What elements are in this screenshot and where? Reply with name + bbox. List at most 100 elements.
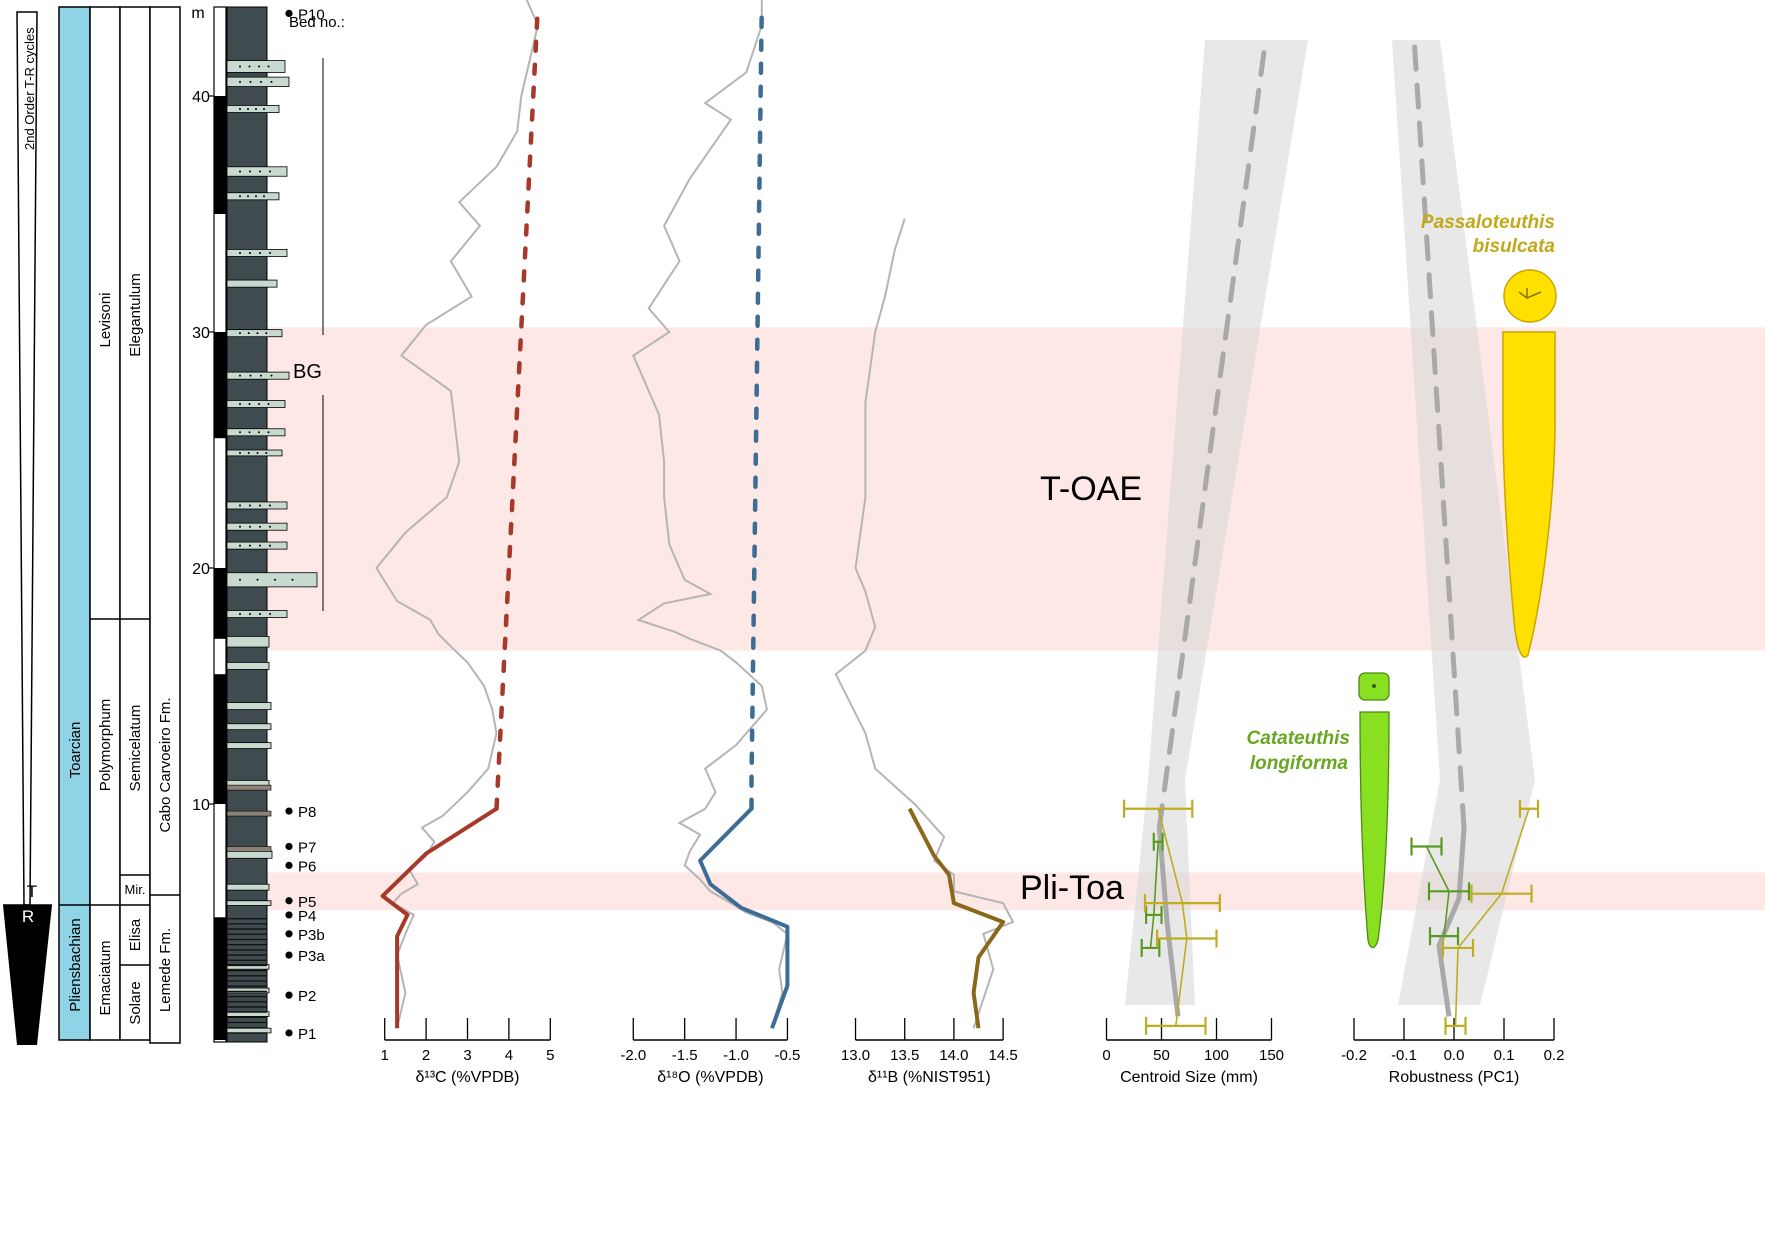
- lithology-dot: [269, 251, 271, 254]
- lithology-bed: [226, 522, 288, 531]
- tr-cycle-label: 2nd Order T-R cycles: [22, 27, 37, 150]
- lithology-dot: [269, 613, 271, 616]
- x-tick-label: 150: [1259, 1047, 1284, 1064]
- error-bar: [1140, 938, 1161, 957]
- lithology-bed: [226, 166, 288, 177]
- depth-tick-label: 30: [192, 325, 210, 342]
- bed-marker: P3a: [285, 948, 325, 965]
- lithology-bed: [226, 428, 286, 437]
- stage-pliensbachian: Pliensbachian: [67, 918, 84, 1011]
- x-tick-label: -0.2: [1341, 1047, 1367, 1064]
- lithology-dot: [249, 544, 251, 547]
- lithology-dot: [259, 544, 261, 547]
- tr-cycle-column: 2nd Order T-R cycles T R: [3, 11, 52, 1045]
- lithology-bed: [226, 1027, 272, 1034]
- x-tick-label: -0.5: [775, 1047, 801, 1064]
- bed-label: P6: [298, 858, 316, 875]
- passaloteuthis-name-2: bisulcata: [1473, 236, 1556, 257]
- trend-line-dashed: [1156, 34, 1269, 831]
- bed-dot: [285, 861, 293, 869]
- x-tick-label: 0: [1102, 1047, 1110, 1064]
- lithology-dot: [259, 170, 261, 173]
- lithology-dot: [265, 332, 268, 335]
- x-tick-label: 1: [381, 1047, 389, 1064]
- x-tick-label: 13.0: [841, 1047, 870, 1064]
- x-tick-label: 14.0: [939, 1047, 968, 1064]
- lithology-dot: [256, 578, 259, 581]
- lithology-dot: [239, 80, 241, 83]
- lithology-bed: [226, 636, 270, 648]
- catateuthis-silhouette: Catateuthis longiforma: [1247, 672, 1390, 949]
- fit-line-dashed: [494, 4, 541, 811]
- lithology-bed: [226, 883, 270, 891]
- lithology-bed: [226, 572, 318, 588]
- error-bar: [1470, 884, 1533, 903]
- x-tick-label: 0.1: [1494, 1047, 1515, 1064]
- lithology-dot: [248, 402, 251, 405]
- lithology-dot: [263, 107, 265, 110]
- lithology-dot: [239, 578, 241, 581]
- x-tick-label: 50: [1153, 1047, 1170, 1064]
- error-bar: [1122, 799, 1194, 818]
- x-tick-label: 100: [1204, 1047, 1229, 1064]
- lithology-dot: [249, 170, 251, 173]
- lithology-dot: [239, 251, 241, 254]
- lithology-bed: [226, 371, 290, 380]
- bed-label: P3a: [298, 948, 325, 965]
- lithology-dot: [258, 65, 260, 68]
- lithology-dot: [267, 65, 270, 68]
- lithology-dot: [291, 578, 294, 581]
- lithology-dot: [239, 170, 241, 173]
- x-tick-label: 0.2: [1544, 1047, 1565, 1064]
- lithology-dot: [274, 578, 276, 581]
- lithology-dot: [249, 613, 251, 616]
- zone-levisoni: Levisoni: [97, 292, 114, 347]
- lithology-dot: [259, 525, 261, 528]
- lithology-dot: [260, 80, 262, 83]
- lithology-dot: [255, 107, 257, 110]
- catateuthis-name-1: Catateuthis: [1247, 728, 1350, 749]
- bed-marker: P3b: [285, 927, 325, 944]
- formation-column: Cabo Carvoeiro Fm. Lemede Fm.: [149, 6, 181, 1044]
- x-tick-label: -1.5: [672, 1047, 698, 1064]
- raw-data-line: [375, 0, 539, 1029]
- depth-tick-label: 20: [192, 561, 210, 578]
- lithology-dot: [247, 195, 249, 198]
- lithology-dot: [239, 332, 241, 335]
- subzone-elegantulum: Elegantulum: [127, 273, 144, 356]
- lithology-dot: [260, 374, 262, 377]
- x-axis-label: Robustness (PC1): [1389, 1069, 1520, 1086]
- lithology-bed: [226, 76, 290, 87]
- lithology-dot: [258, 402, 260, 405]
- lithology-dot: [239, 195, 241, 198]
- trend-band: [1125, 40, 1308, 1005]
- error-bar: [1144, 1016, 1207, 1035]
- x-axis-label: Centroid Size (mm): [1120, 1069, 1258, 1086]
- formation-lemede: Lemede Fm.: [157, 928, 174, 1012]
- x-tick-label: 14.5: [989, 1047, 1018, 1064]
- error-bar: [1155, 929, 1218, 948]
- bed-marker: P2: [285, 988, 316, 1005]
- lithology-bed: [226, 248, 288, 257]
- zone-column: Levisoni Polymorphum Emaciatum: [89, 6, 121, 1041]
- depth-tick-label: 40: [192, 89, 210, 106]
- passaloteuthis-name-1: Passaloteuthis: [1421, 212, 1555, 233]
- lithology-dot: [259, 504, 261, 507]
- bed-marker: P6: [285, 858, 316, 875]
- lithology-dot: [256, 451, 259, 454]
- x-tick-label: -1.0: [723, 1047, 749, 1064]
- subzone-solare: Solare: [127, 981, 144, 1024]
- lithology-dot: [249, 525, 251, 528]
- bed-dot: [285, 930, 293, 938]
- lithology-dot: [265, 451, 268, 454]
- stage-column: Toarcian Pliensbachian: [58, 6, 91, 1041]
- lithology-dot: [270, 80, 273, 83]
- bg-label: BG: [293, 361, 322, 383]
- bed-label: P3b: [298, 927, 325, 944]
- bed-marker: P4: [285, 908, 316, 925]
- stage-bar: [58, 6, 91, 1041]
- trend-line-solid: [1156, 827, 1181, 1017]
- bed-marker: P7: [285, 839, 316, 856]
